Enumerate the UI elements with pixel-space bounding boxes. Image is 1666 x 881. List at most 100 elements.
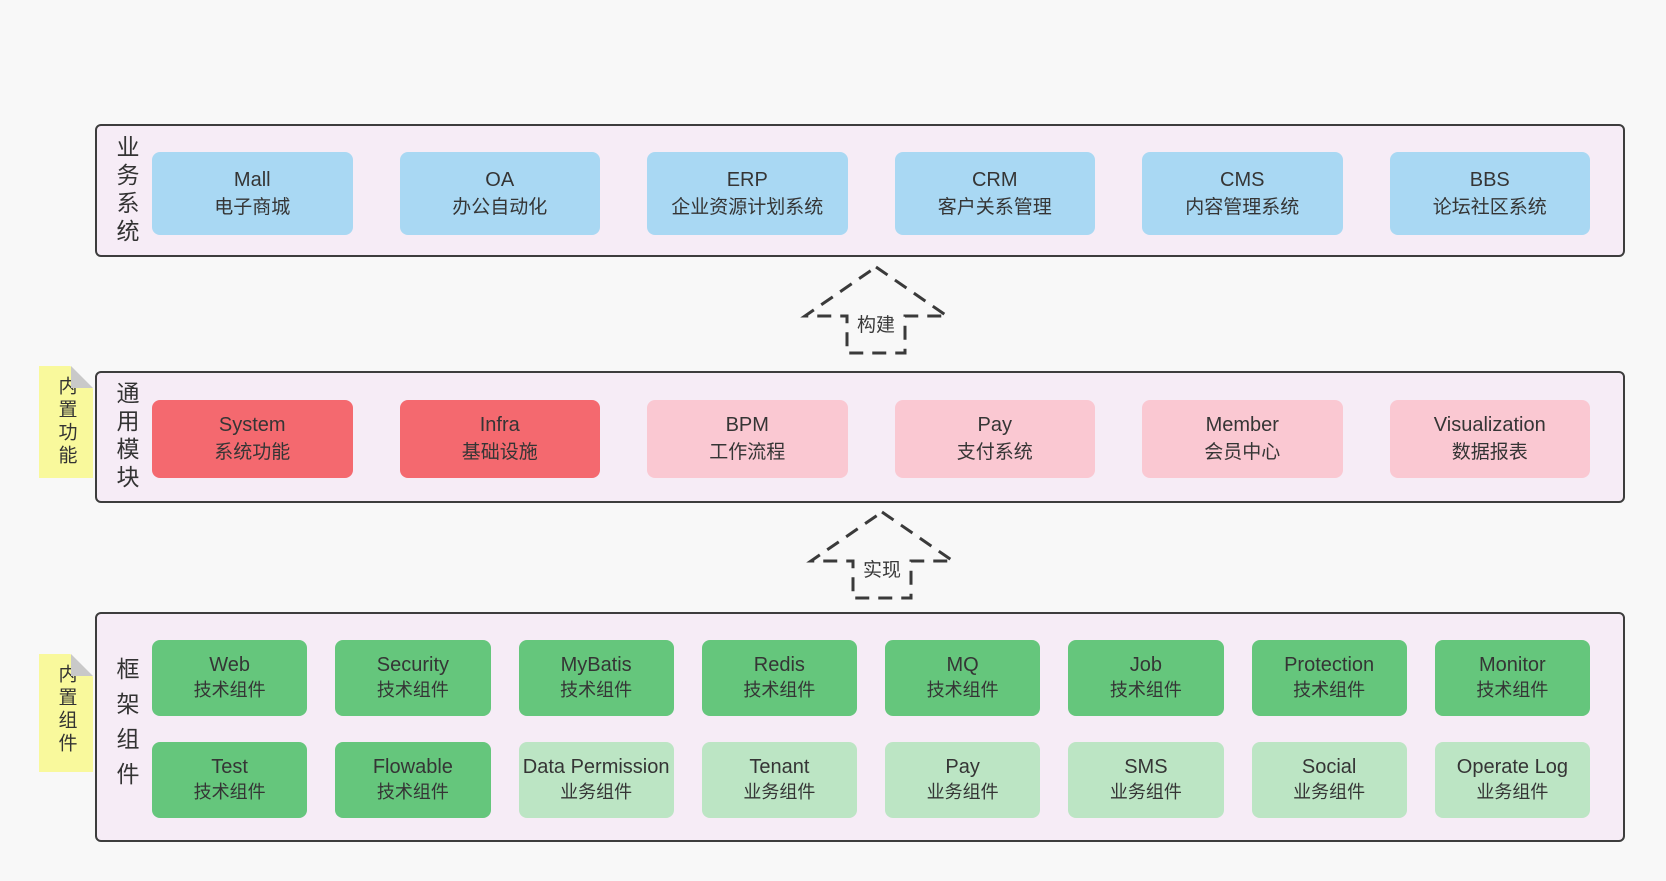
box-title: CMS (1220, 168, 1265, 191)
box-subtitle: 技术组件 (1109, 680, 1182, 700)
box-title: Member (1205, 414, 1279, 436)
box-title: Pay (977, 414, 1012, 436)
note-text: 内置组件 (55, 664, 77, 756)
box-test: Test 技术组件 (152, 742, 308, 818)
box-security: Security 技术组件 (335, 640, 491, 716)
box-monitor: Monitor 技术组件 (1434, 640, 1590, 716)
box-erp: ERP 企业资源计划系统 (647, 152, 848, 235)
box-title: CRM (971, 168, 1018, 191)
box-subtitle: 业务组件 (926, 782, 999, 802)
box-social: Social 业务组件 (1251, 742, 1407, 818)
box-subtitle: 电子商城 (214, 196, 291, 218)
box-subtitle: 内容管理系统 (1185, 196, 1300, 218)
box-subtitle: 业务组件 (1476, 782, 1549, 802)
box-subtitle: 技术组件 (1293, 680, 1366, 700)
box-subtitle: 系统功能 (214, 442, 291, 463)
folded-corner-icon (71, 366, 93, 388)
layer-common-modules: 通用模块 System 系统功能 Infra 基础设施 BPM 工作流程 Pay… (95, 371, 1625, 503)
layer-modules-label-text: 通用模块 (113, 381, 139, 493)
box-job: Job 技术组件 (1068, 640, 1224, 716)
box-crm: CRM 客户关系管理 (894, 152, 1095, 235)
box-flowable: Flowable 技术组件 (335, 742, 491, 818)
box-subtitle: 客户关系管理 (937, 196, 1052, 218)
sticky-note-builtin-components: 内置组件 (39, 654, 93, 772)
box-subtitle: 技术组件 (1476, 680, 1549, 700)
box-title: BBS (1469, 168, 1510, 191)
box-infra: Infra 基础设施 (399, 400, 600, 478)
box-title: Pay (945, 756, 980, 778)
box-subtitle: 技术组件 (743, 680, 816, 700)
layer-business-systems: 业务系统 Mall 电子商城 OA 办公自动化 ERP 企业资源计划系统 CRM… (95, 124, 1625, 257)
box-title: Visualization (1433, 414, 1546, 436)
components-row-2: Test 技术组件 Flowable 技术组件 Data Permission … (152, 742, 1590, 818)
box-subtitle: 工作流程 (709, 442, 786, 463)
box-bpm: BPM 工作流程 (647, 400, 848, 478)
arrow-up-build: 构建 (800, 263, 952, 356)
box-title: Web (209, 654, 250, 676)
box-title: Monitor (1479, 654, 1546, 676)
box-title: Protection (1284, 654, 1375, 676)
note-text: 内置功能 (55, 376, 77, 468)
box-title: Test (211, 756, 248, 778)
layer-framework-components: 框架组件 Web 技术组件 Security 技术组件 MyBatis 技术组件… (95, 612, 1625, 842)
sticky-note-builtin-features: 内置功能 (39, 366, 93, 478)
box-subtitle: 业务组件 (1293, 782, 1366, 802)
box-subtitle: 会员中心 (1204, 442, 1281, 463)
box-tenant: Tenant 业务组件 (701, 742, 857, 818)
dashed-up-arrow-icon (806, 510, 958, 600)
box-mall: Mall 电子商城 (152, 152, 353, 235)
modules-boxes-row: System 系统功能 Infra 基础设施 BPM 工作流程 Pay 支付系统… (152, 400, 1590, 478)
box-subtitle: 技术组件 (193, 782, 266, 802)
box-system: System 系统功能 (152, 400, 353, 478)
box-subtitle: 业务组件 (1109, 782, 1182, 802)
box-data-permission: Data Permission 业务组件 (518, 742, 674, 818)
layer-components-label: 框架组件 (107, 614, 145, 840)
box-pay-business: Pay 业务组件 (885, 742, 1041, 818)
box-member: Member 会员中心 (1142, 400, 1343, 478)
box-title: Mall (233, 168, 271, 191)
box-protection: Protection 技术组件 (1251, 640, 1407, 716)
folded-corner-icon (71, 654, 93, 676)
box-subtitle: 技术组件 (193, 680, 266, 700)
box-subtitle: 论坛社区系统 (1432, 196, 1547, 218)
dashed-up-arrow-icon (800, 265, 952, 355)
box-title: MQ (946, 654, 979, 676)
box-subtitle: 业务组件 (560, 782, 633, 802)
box-title: System (218, 414, 286, 436)
box-redis: Redis 技术组件 (701, 640, 857, 716)
box-title: BPM (725, 414, 769, 436)
business-boxes-row: Mall 电子商城 OA 办公自动化 ERP 企业资源计划系统 CRM 客户关系… (152, 152, 1590, 235)
box-subtitle: 办公自动化 (452, 196, 548, 218)
arrow-implement-label: 实现 (857, 554, 907, 583)
layer-business-label: 业务系统 (107, 126, 145, 255)
box-title: Redis (753, 654, 805, 676)
box-title: Data Permission (522, 756, 670, 778)
box-subtitle: 企业资源计划系统 (671, 196, 824, 218)
components-row-1: Web 技术组件 Security 技术组件 MyBatis 技术组件 Redi… (152, 640, 1590, 716)
box-visualization: Visualization 数据报表 (1389, 400, 1590, 478)
box-title: ERP (726, 168, 768, 191)
box-oa: OA 办公自动化 (399, 152, 600, 235)
box-sms: SMS 业务组件 (1068, 742, 1224, 818)
box-bbs: BBS 论坛社区系统 (1389, 152, 1590, 235)
box-cms: CMS 内容管理系统 (1142, 152, 1343, 235)
box-title: Security (376, 654, 449, 676)
box-title: Job (1129, 654, 1162, 676)
box-title: Social (1301, 756, 1357, 778)
box-web: Web 技术组件 (152, 640, 308, 716)
box-title: OA (485, 168, 515, 191)
box-subtitle: 技术组件 (376, 782, 449, 802)
box-subtitle: 技术组件 (560, 680, 633, 700)
box-subtitle: 技术组件 (926, 680, 999, 700)
box-operate-log: Operate Log 业务组件 (1434, 742, 1590, 818)
box-title: Operate Log (1456, 756, 1568, 778)
layer-components-label-text: 框架组件 (113, 657, 139, 797)
box-subtitle: 技术组件 (376, 680, 449, 700)
layer-modules-label: 通用模块 (107, 373, 145, 501)
box-title: Tenant (749, 756, 810, 778)
arrow-build-label: 构建 (851, 309, 901, 338)
box-title: SMS (1124, 756, 1168, 778)
box-subtitle: 业务组件 (743, 782, 816, 802)
box-mybatis: MyBatis 技术组件 (518, 640, 674, 716)
